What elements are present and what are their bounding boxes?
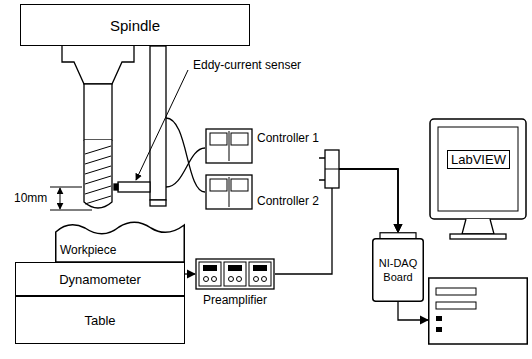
controller-icon xyxy=(205,174,253,210)
node-label: Dynamometer xyxy=(59,272,141,287)
box-node: Dynamometer xyxy=(15,262,185,296)
flute-stroke xyxy=(85,156,111,164)
box-node: Spindle xyxy=(20,4,250,46)
work-node: Workpiece xyxy=(55,218,185,262)
dimension-label: 10mm xyxy=(13,191,48,205)
part-label: Eddy-current senser xyxy=(192,58,302,72)
sensor-cable xyxy=(166,148,205,187)
leader-line xyxy=(136,70,188,180)
signal-connector xyxy=(398,302,428,320)
node-label: Preamplifier xyxy=(203,293,267,307)
node-label: Controller 1 xyxy=(257,131,319,145)
node-label: Spindle xyxy=(110,17,160,34)
pc-node: LabVIEW xyxy=(428,118,528,346)
preamp-node: Preamplifier xyxy=(195,258,275,308)
signal-connector xyxy=(185,273,195,274)
flute-stroke xyxy=(85,146,111,154)
flute-stroke xyxy=(85,186,111,194)
tool-flutes xyxy=(85,146,111,204)
daq-node: NI-DAQ Board xyxy=(372,232,424,302)
flute-stroke xyxy=(85,166,111,174)
flute-stroke xyxy=(85,196,111,204)
ctrl-node: Controller 2 xyxy=(205,174,319,210)
node-label: Table xyxy=(84,313,115,328)
ctrl-node: Controller 1 xyxy=(205,128,319,164)
node-label: NI-DAQ Board xyxy=(375,256,421,284)
eddy-current-sensor xyxy=(114,182,150,192)
preamplifier-icon xyxy=(195,258,275,290)
node-label: LabVIEW xyxy=(447,150,510,169)
node-label: Controller 2 xyxy=(257,194,319,208)
controller-icon xyxy=(205,128,253,164)
sensor-cable xyxy=(166,118,205,192)
box-node: Table xyxy=(15,296,185,344)
sensor-bracket xyxy=(150,46,166,206)
signal-junction xyxy=(325,150,339,188)
node-label: Workpiece xyxy=(60,243,116,257)
junction-divider xyxy=(325,169,339,170)
signal-connector xyxy=(319,169,398,232)
dimension-lines xyxy=(50,187,92,210)
flute-stroke xyxy=(85,176,111,184)
